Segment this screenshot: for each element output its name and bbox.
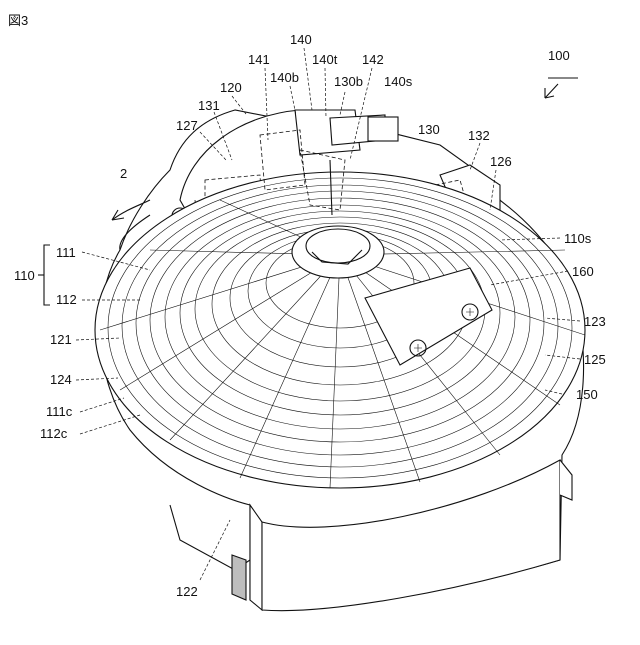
label-140t: 140t [312,52,338,67]
label-111: 111 [56,245,76,260]
label-123: 123 [584,314,606,329]
label-120: 120 [220,80,242,95]
label-142: 142 [362,52,384,67]
label-110: 110 [14,268,35,283]
label-140s: 140s [384,74,413,89]
label-140b: 140b [270,70,299,85]
label-110s: 110s [564,231,592,246]
label-127: 127 [176,118,198,133]
label-122: 122 [176,584,198,599]
label-124: 124 [50,372,72,387]
label-100: 100 [548,48,570,63]
label-112: 112 [56,292,77,307]
label-126: 126 [490,154,512,169]
label-130b: 130b [334,74,363,89]
rotating-disk [95,172,585,488]
label-160: 160 [572,264,594,279]
label-125: 125 [584,352,606,367]
label-112c: 112c [40,426,68,441]
label-141: 141 [248,52,270,67]
label-111c: 111c [46,404,73,419]
figure-title: 図3 [8,10,28,29]
label-131: 131 [198,98,220,113]
label-130: 130 [418,122,440,137]
label-132: 132 [468,128,490,143]
label-121: 121 [50,332,72,347]
label-150: 150 [576,387,598,402]
label-2: 2 [120,166,127,181]
label-140: 140 [290,32,312,47]
